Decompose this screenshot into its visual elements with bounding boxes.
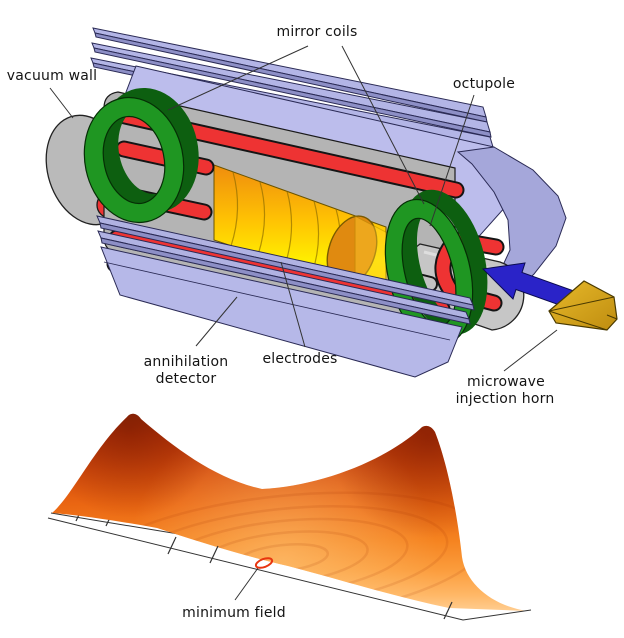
label-electrodes: electrodes [262, 351, 337, 367]
minimum-field-marker [254, 557, 274, 569]
mirror-coil-left [83, 88, 199, 223]
label-microwave-horn-2: injection horn [456, 391, 555, 407]
label-microwave-horn: microwave [467, 374, 545, 390]
label-vacuum-wall: vacuum wall [7, 68, 97, 84]
label-octupole: octupole [453, 76, 515, 92]
label-mirror-coils: mirror coils [277, 24, 358, 40]
annihilation-detector-front-panels [96, 215, 475, 378]
label-annihilation-detector: annihilation [144, 354, 229, 370]
field-surface-plot [47, 413, 532, 621]
label-minimum-field: minimum field [182, 605, 286, 621]
label-annihilation-detector-2: detector [156, 371, 217, 387]
microwave-injection-horn [548, 280, 618, 331]
pointer-lines [49, 45, 558, 601]
